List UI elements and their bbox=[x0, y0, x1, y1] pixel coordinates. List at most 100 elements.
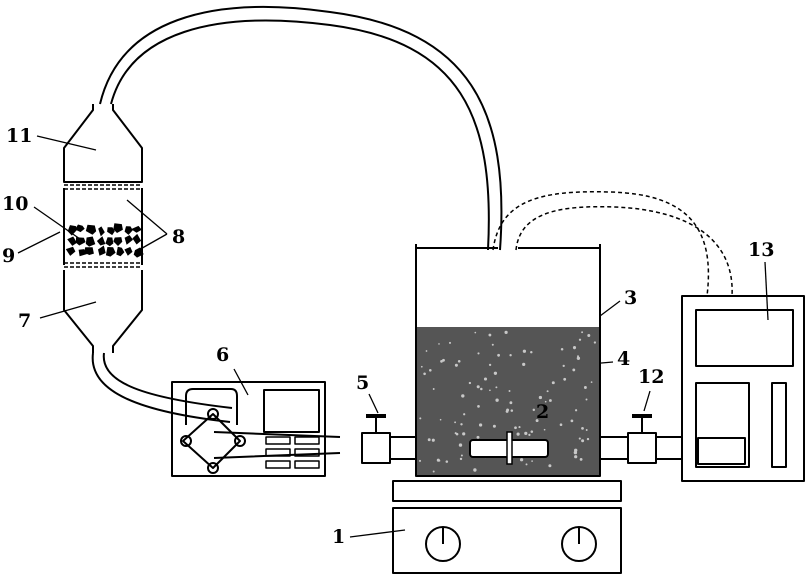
bubble bbox=[421, 366, 423, 368]
bubble bbox=[489, 389, 491, 391]
bubble bbox=[577, 355, 579, 357]
bubble bbox=[526, 463, 528, 465]
bubble bbox=[493, 425, 496, 428]
bubble bbox=[528, 434, 530, 436]
sensor-cable-2 bbox=[516, 207, 732, 296]
bubble bbox=[509, 390, 511, 392]
label-10: 10 bbox=[2, 193, 28, 215]
label-7: 7 bbox=[18, 310, 31, 332]
bubble bbox=[419, 417, 421, 419]
bubble bbox=[584, 386, 587, 389]
bubble bbox=[463, 413, 465, 415]
bubble bbox=[455, 432, 457, 434]
column-top-cone bbox=[64, 104, 142, 182]
bubble bbox=[518, 426, 520, 428]
bubble bbox=[479, 423, 482, 426]
bubble bbox=[580, 458, 583, 461]
bubble bbox=[432, 439, 435, 442]
bubble bbox=[504, 331, 507, 334]
bubble bbox=[460, 458, 462, 460]
bubble bbox=[484, 377, 487, 380]
bubble bbox=[437, 459, 440, 462]
bubble bbox=[572, 368, 575, 371]
bubble bbox=[426, 350, 428, 352]
label-6: 6 bbox=[216, 344, 229, 366]
packing-particle bbox=[105, 237, 113, 246]
packing-particle bbox=[131, 226, 142, 233]
analyzer-unit bbox=[682, 296, 804, 481]
bubble bbox=[587, 334, 590, 337]
packing-particle bbox=[66, 247, 76, 256]
bubble bbox=[474, 332, 476, 334]
bubble bbox=[458, 360, 461, 363]
leader-lines bbox=[18, 136, 768, 537]
bubble bbox=[477, 436, 480, 439]
bubble bbox=[461, 454, 463, 456]
bubble bbox=[461, 394, 464, 397]
bubble bbox=[581, 427, 584, 430]
packing-particle bbox=[124, 247, 132, 256]
bubble bbox=[530, 351, 532, 353]
bubble bbox=[492, 344, 494, 346]
label-12: 12 bbox=[638, 366, 664, 388]
bubble bbox=[488, 334, 491, 337]
packing-particle bbox=[86, 237, 96, 247]
packing-particle bbox=[132, 234, 141, 245]
bubble bbox=[477, 405, 480, 408]
packing-particle bbox=[76, 237, 86, 245]
packing-particle bbox=[113, 237, 122, 246]
bubble bbox=[581, 331, 583, 333]
packing-particle bbox=[67, 237, 77, 246]
packing-particle bbox=[125, 235, 133, 245]
return-tube bbox=[100, 7, 501, 250]
bubble bbox=[440, 360, 443, 363]
pump-outlet-tube bbox=[214, 432, 340, 458]
packing-particle bbox=[116, 247, 124, 257]
bubble bbox=[449, 342, 451, 344]
bubble bbox=[573, 347, 575, 349]
bubble bbox=[477, 352, 479, 354]
bubble bbox=[511, 409, 514, 412]
bubble bbox=[561, 348, 564, 351]
bubble bbox=[517, 433, 520, 436]
bubble bbox=[574, 449, 577, 452]
bubble bbox=[460, 423, 462, 425]
packing-particle bbox=[86, 225, 96, 235]
label-9: 9 bbox=[2, 245, 15, 267]
bubble bbox=[563, 378, 566, 381]
bubble bbox=[591, 381, 593, 383]
bubble bbox=[586, 429, 588, 431]
bubble bbox=[480, 388, 483, 391]
bubble bbox=[459, 443, 462, 446]
bubble bbox=[462, 432, 465, 435]
packing-particle bbox=[125, 226, 133, 235]
bubble bbox=[506, 410, 509, 413]
bubble bbox=[539, 396, 542, 399]
bubble bbox=[473, 468, 476, 471]
label-5: 5 bbox=[356, 372, 369, 394]
bubble bbox=[524, 432, 527, 435]
bubble bbox=[547, 390, 549, 392]
packing-particle bbox=[68, 225, 77, 236]
packing-particle bbox=[98, 226, 105, 236]
bubble bbox=[563, 365, 565, 367]
bubble bbox=[438, 343, 440, 345]
packing-particles bbox=[66, 223, 144, 257]
bubble bbox=[552, 381, 555, 384]
feed-tube bbox=[93, 353, 232, 422]
bubble bbox=[469, 382, 471, 384]
bubble bbox=[579, 438, 581, 440]
bubble bbox=[549, 399, 552, 402]
label-1: 1 bbox=[332, 526, 345, 548]
bubble bbox=[423, 373, 426, 376]
outlet-valve bbox=[600, 416, 682, 463]
label-13: 13 bbox=[748, 239, 774, 261]
bubble bbox=[531, 430, 534, 433]
bubble bbox=[575, 409, 577, 411]
packing-particle bbox=[113, 223, 123, 233]
bubble bbox=[497, 354, 500, 357]
bubble bbox=[477, 385, 480, 388]
bubble bbox=[533, 409, 535, 411]
bubble bbox=[489, 364, 491, 366]
packing-particle bbox=[75, 225, 85, 233]
